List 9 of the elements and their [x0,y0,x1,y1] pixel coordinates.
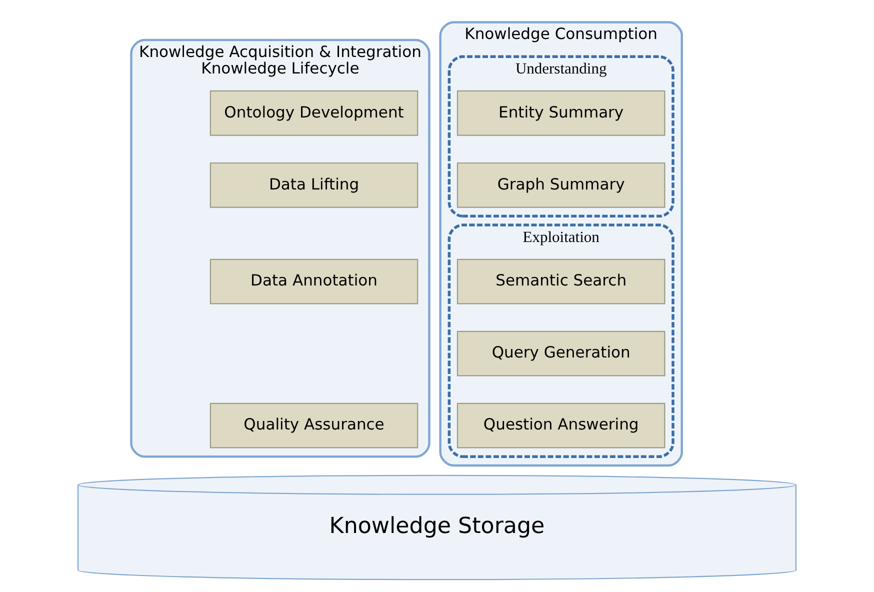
node-box: Semantic Search [456,258,666,304]
node-box: Quality Assurance [210,402,418,448]
node-box: Entity Summary [456,90,666,136]
node-box: Ontology Development [210,90,418,136]
node-box: Data Annotation [210,258,418,304]
node-box: Question Answering [456,402,666,448]
node-box: Data Lifting [210,162,418,208]
node-box: Graph Summary [456,162,666,208]
node-box: Query Generation [456,330,666,376]
